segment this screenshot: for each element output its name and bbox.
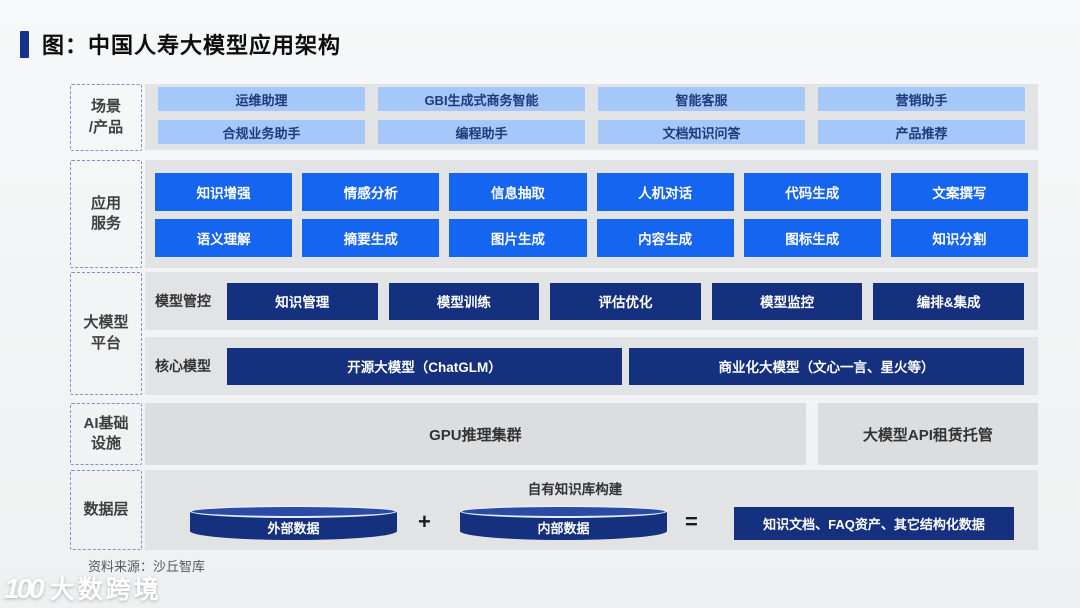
diagram-header: 图：中国人寿大模型应用架构 [20,28,341,60]
infra-gpu-box: GPU推理集群 [145,403,806,465]
scene-chip: 营销助手 [818,87,1025,111]
scene-chip: 产品推荐 [818,120,1025,144]
service-chip: 内容生成 [596,219,734,257]
service-chip: 图标生成 [743,219,881,257]
core-model-chip: 开源大模型（ChatGLM） [227,347,622,385]
control-chip: 编排&集成 [873,282,1024,320]
scene-chip: GBI生成式商务智能 [378,87,585,111]
watermark-logo-icon: 100 [4,573,45,604]
service-chip: 文案撰写 [890,173,1028,211]
knowledge-result-box: 知识文档、FAQ资产、其它结构化数据 [734,507,1014,540]
control-chip: 模型监控 [711,282,863,320]
title-accent-bar [20,30,29,58]
service-chip: 知识增强 [155,173,293,211]
core-model-chip: 商业化大模型（文心一言、星火等） [629,347,1024,385]
scene-chip: 文档知识问答 [598,120,805,144]
row-label-services: 应用 服务 [70,160,142,268]
service-chip: 代码生成 [743,173,881,211]
row-label-data: 数据层 [70,470,142,550]
infra-row: GPU推理集群 大模型API租赁托管 [145,403,1038,465]
service-chip: 知识分割 [890,219,1028,257]
equals-operator: = [685,509,698,534]
service-chip: 图片生成 [449,219,587,257]
watermark: 100 大数跨境 [4,570,162,606]
source-note: 资料来源：沙丘智库 [88,559,206,574]
page-title: 图：中国人寿大模型应用架构 [42,33,342,58]
core-model-row: 核心模型 开源大模型（ChatGLM） 商业化大模型（文心一言、星火等） [145,337,1038,395]
external-data-cylinder: 外部数据 [190,505,397,540]
model-control-label: 模型管控 [155,293,211,309]
scenes-row: 运维助理 GBI生成式商务智能 智能客服 营销助手 合规业务助手 编程助手 文档… [145,84,1038,150]
internal-data-label: 内部数据 [537,521,590,536]
scene-chip: 智能客服 [598,87,805,111]
row-label-platform: 大模型 平台 [70,272,142,395]
scene-chip: 合规业务助手 [158,120,365,144]
service-chip: 摘要生成 [302,219,440,257]
control-chip: 知识管理 [227,282,378,320]
service-chip: 情感分析 [302,173,440,211]
service-chip: 人机对话 [596,173,734,211]
control-chip: 模型训练 [388,282,540,320]
internal-data-cylinder: 内部数据 [460,505,667,540]
services-row: 知识增强 情感分析 信息抽取 人机对话 代码生成 文案撰写 语义理解 摘要生成 … [145,160,1038,268]
row-label-infra: AI基础 设施 [70,403,142,465]
knowledge-base-title: 自有知识库构建 [527,482,623,497]
control-chip: 评估优化 [550,282,701,320]
plus-operator: + [418,509,431,534]
model-control-row: 模型管控 知识管理 模型训练 评估优化 模型监控 编排&集成 [145,272,1038,330]
service-chip: 信息抽取 [449,173,587,211]
row-label-scenes: 场景 /产品 [70,84,142,151]
core-model-label: 核心模型 [155,358,211,374]
service-chip: 语义理解 [155,219,293,257]
watermark-text: 大数跨境 [49,576,162,604]
scene-chip: 编程助手 [378,120,585,144]
external-data-label: 外部数据 [267,521,320,536]
scene-chip: 运维助理 [158,87,365,111]
data-layer-row: 自有知识库构建 外部数据 + 内部数据 = 知识文档、FAQ资产、其它结构化数据 [145,470,1038,550]
infra-api-box: 大模型API租赁托管 [817,403,1038,465]
